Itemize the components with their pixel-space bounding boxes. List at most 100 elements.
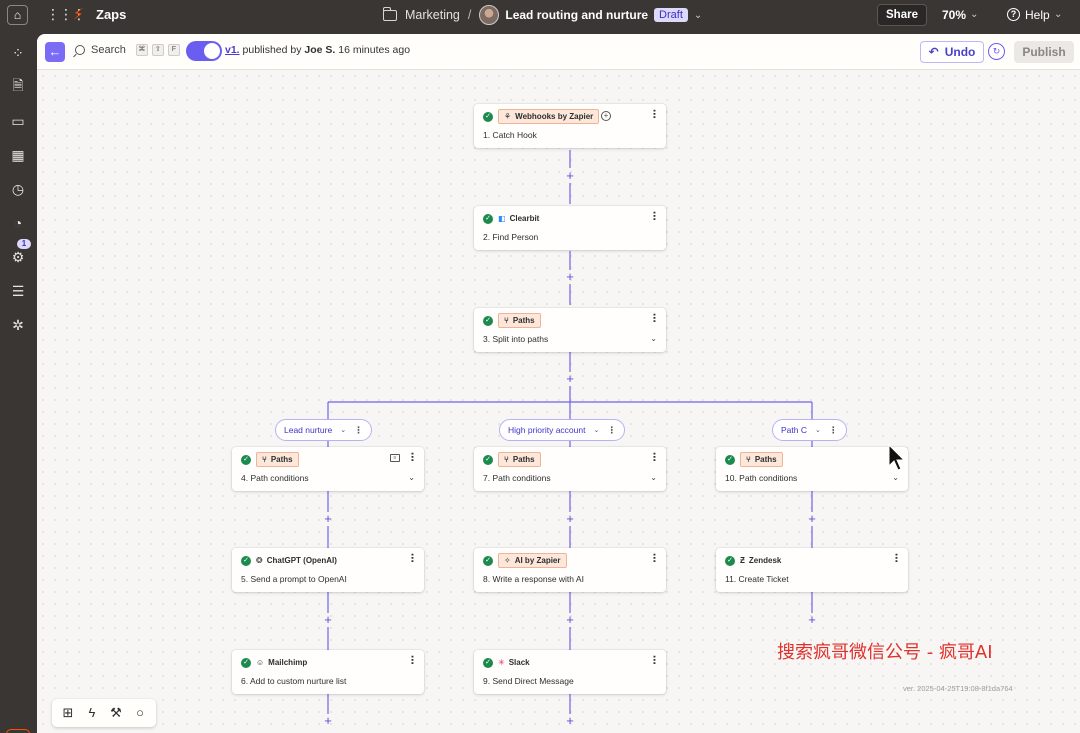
chevron-down-icon[interactable]: ⌄ — [970, 9, 979, 20]
layers-icon[interactable]: ☰ — [11, 282, 25, 299]
more-menu-icon[interactable]: ⋯ — [648, 553, 659, 562]
more-menu-icon[interactable]: ⋯ — [890, 553, 901, 562]
chevron-down-icon[interactable]: ⌄ — [340, 427, 347, 434]
avatar — [479, 5, 500, 25]
zoom-level[interactable]: 70% — [942, 8, 967, 22]
add-step-button[interactable]: + — [566, 269, 574, 284]
step-card[interactable]: ✓ ⑂Paths ≡ ⋯ 4. Path conditions ⌄ — [232, 447, 424, 491]
settings-icon[interactable]: ⚙ — [11, 248, 25, 265]
chevron-down-icon[interactable]: ⌄ — [650, 473, 657, 482]
more-menu-icon[interactable]: ⋯ — [648, 452, 659, 461]
version-link[interactable]: v1. — [225, 44, 240, 56]
published-info: v1. published by Joe S. 16 minutes ago — [225, 44, 410, 56]
add-step-button[interactable]: + — [808, 511, 816, 526]
zap-name[interactable]: Lead routing and nurture — [505, 8, 649, 22]
back-arrow-icon[interactable]: ← — [45, 42, 65, 62]
zendesk-icon: Ƶ — [740, 556, 745, 565]
step-app: ⑂Paths — [740, 452, 783, 467]
add-step-button[interactable]: + — [566, 168, 574, 183]
step-card[interactable]: ✓ ⚘Webhooks by Zapier + ⋯ 1. Catch Hook — [474, 104, 666, 148]
undo-button[interactable]: ↶ Undo — [920, 41, 984, 63]
add-step-button[interactable]: + — [566, 371, 574, 386]
add-circle-icon[interactable]: + — [601, 111, 611, 121]
step-card[interactable]: ✓ ◧Clearbit ⋯ 2. Find Person — [474, 206, 666, 250]
check-icon: ✓ — [241, 658, 251, 668]
more-menu-icon[interactable]: ⋯ — [648, 655, 659, 664]
more-menu-icon[interactable]: ⋮ — [607, 424, 617, 435]
chevron-down-icon[interactable]: ⌄ — [892, 473, 899, 482]
workflow-canvas[interactable]: + + + + + + + + + + + ✓ ⚘Webhooks by Zap… — [37, 70, 1080, 733]
step-title: 5. Send a prompt to OpenAI — [241, 574, 347, 584]
chevron-down-icon[interactable]: ⌄ — [815, 427, 821, 434]
add-step-button[interactable]: + — [566, 713, 574, 728]
add-step-button[interactable]: + — [324, 612, 332, 627]
calendar-icon[interactable]: ▦ — [11, 146, 25, 163]
chevron-down-icon[interactable]: ⌄ — [1054, 9, 1063, 20]
add-apps-icon[interactable]: ⊞ — [62, 705, 74, 720]
app-name[interactable]: Zaps — [96, 7, 127, 22]
chevron-down-icon[interactable]: ⌄ — [693, 9, 703, 21]
version-history-icon[interactable]: ↻ — [988, 43, 1005, 60]
folder-icon — [383, 6, 397, 21]
history-icon[interactable]: ◷ — [11, 180, 25, 197]
more-menu-icon[interactable]: ⋯ — [406, 655, 417, 664]
add-step-button[interactable]: + — [324, 511, 332, 526]
more-menu-icon[interactable]: ⋮ — [828, 424, 838, 435]
share-button[interactable]: Share — [877, 4, 927, 26]
more-menu-icon[interactable]: ⋯ — [406, 553, 417, 562]
breadcrumb-folder[interactable]: Marketing — [405, 8, 460, 22]
home-icon[interactable]: ⌂ — [7, 5, 28, 25]
step-card[interactable]: ✓ ❂ChatGPT (OpenAI) ⋯ 5. Send a prompt t… — [232, 548, 424, 592]
step-app-label: Paths — [754, 455, 777, 464]
add-step-button[interactable]: + — [566, 612, 574, 627]
undo-icon: ↶ — [928, 45, 939, 59]
step-card[interactable]: ✓ ⑂Paths ⋯ 7. Path conditions ⌄ — [474, 447, 666, 491]
breadcrumb: Marketing / Lead routing and nurture Dra… — [383, 5, 702, 25]
more-menu-icon[interactable]: ⋯ — [648, 109, 659, 118]
copilot-sparkle-icon[interactable]: ✦ — [6, 729, 30, 733]
step-card[interactable]: ✓ ⑂Paths ⋯ 10. Path conditions ⌄ — [716, 447, 908, 491]
path-label-pill[interactable]: High priority account ⌄ ⋮ — [499, 419, 626, 441]
files-icon[interactable]: 🗎 — [12, 77, 24, 93]
apps-icon[interactable]: ⁘ — [12, 44, 24, 61]
chevron-down-icon[interactable]: ⌄ — [408, 473, 415, 482]
canvas-toolbar: ⊞ ϟ ⚒ ○ — [52, 699, 156, 727]
search-button[interactable]: Search ⌘ ⇧ F — [75, 44, 180, 56]
help-icon[interactable]: ? — [1007, 8, 1020, 21]
step-card[interactable]: ✓ ✧AI by Zapier ⋯ 8. Write a response wi… — [474, 548, 666, 592]
search-icon[interactable]: ○ — [136, 705, 144, 720]
app-grid-icon[interactable]: ⋮⋮⋮ — [46, 6, 86, 22]
chevron-down-icon[interactable]: ⌄ — [650, 334, 657, 343]
add-step-button[interactable]: + — [324, 713, 332, 728]
chevron-down-icon[interactable]: ⌄ — [593, 427, 600, 434]
more-menu-icon[interactable]: ⋯ — [406, 452, 417, 461]
add-step-button[interactable]: + — [808, 612, 816, 627]
check-icon: ✓ — [483, 556, 493, 566]
wrench-icon[interactable]: ⚒ — [110, 705, 122, 720]
paths-icon: ⑂ — [262, 455, 267, 464]
step-app-label: Paths — [512, 455, 535, 464]
bolt-icon[interactable]: ϟ — [88, 705, 96, 720]
more-menu-icon[interactable]: ⋯ — [648, 313, 659, 322]
bug-icon[interactable]: ✲ — [12, 316, 24, 333]
comment-icon[interactable]: ▭ — [11, 112, 25, 129]
step-card[interactable]: ✓ ⑂Paths ⋯ 3. Split into paths ⌄ — [474, 308, 666, 352]
add-step-button[interactable]: + — [566, 511, 574, 526]
help-button[interactable]: Help — [1025, 8, 1050, 22]
step-card[interactable]: ✓ ✳Slack ⋯ 9. Send Direct Message — [474, 650, 666, 694]
check-icon: ✓ — [483, 112, 493, 122]
check-icon: ✓ — [725, 455, 735, 465]
path-label-pill[interactable]: Path C ⌄ ⋮ — [772, 419, 847, 441]
comment-icon[interactable]: ≡ — [390, 454, 400, 462]
left-rail: ⁘ 🗎 ▭ ▦ ◷ ◔ 1 ⚙ ☰ ✲ ✦ — [0, 30, 37, 733]
more-menu-icon[interactable]: ⋮ — [354, 424, 364, 435]
zap-on-toggle[interactable] — [186, 41, 222, 61]
status-icon[interactable]: ◔ — [13, 215, 23, 231]
path-label-pill[interactable]: Lead nurture ⌄ ⋮ — [275, 419, 373, 441]
publish-button[interactable]: Publish — [1014, 41, 1074, 63]
step-card[interactable]: ✓ ☺Mailchimp ⋯ 6. Add to custom nurture … — [232, 650, 424, 694]
check-icon: ✓ — [241, 556, 251, 566]
more-menu-icon[interactable]: ⋯ — [648, 211, 659, 220]
